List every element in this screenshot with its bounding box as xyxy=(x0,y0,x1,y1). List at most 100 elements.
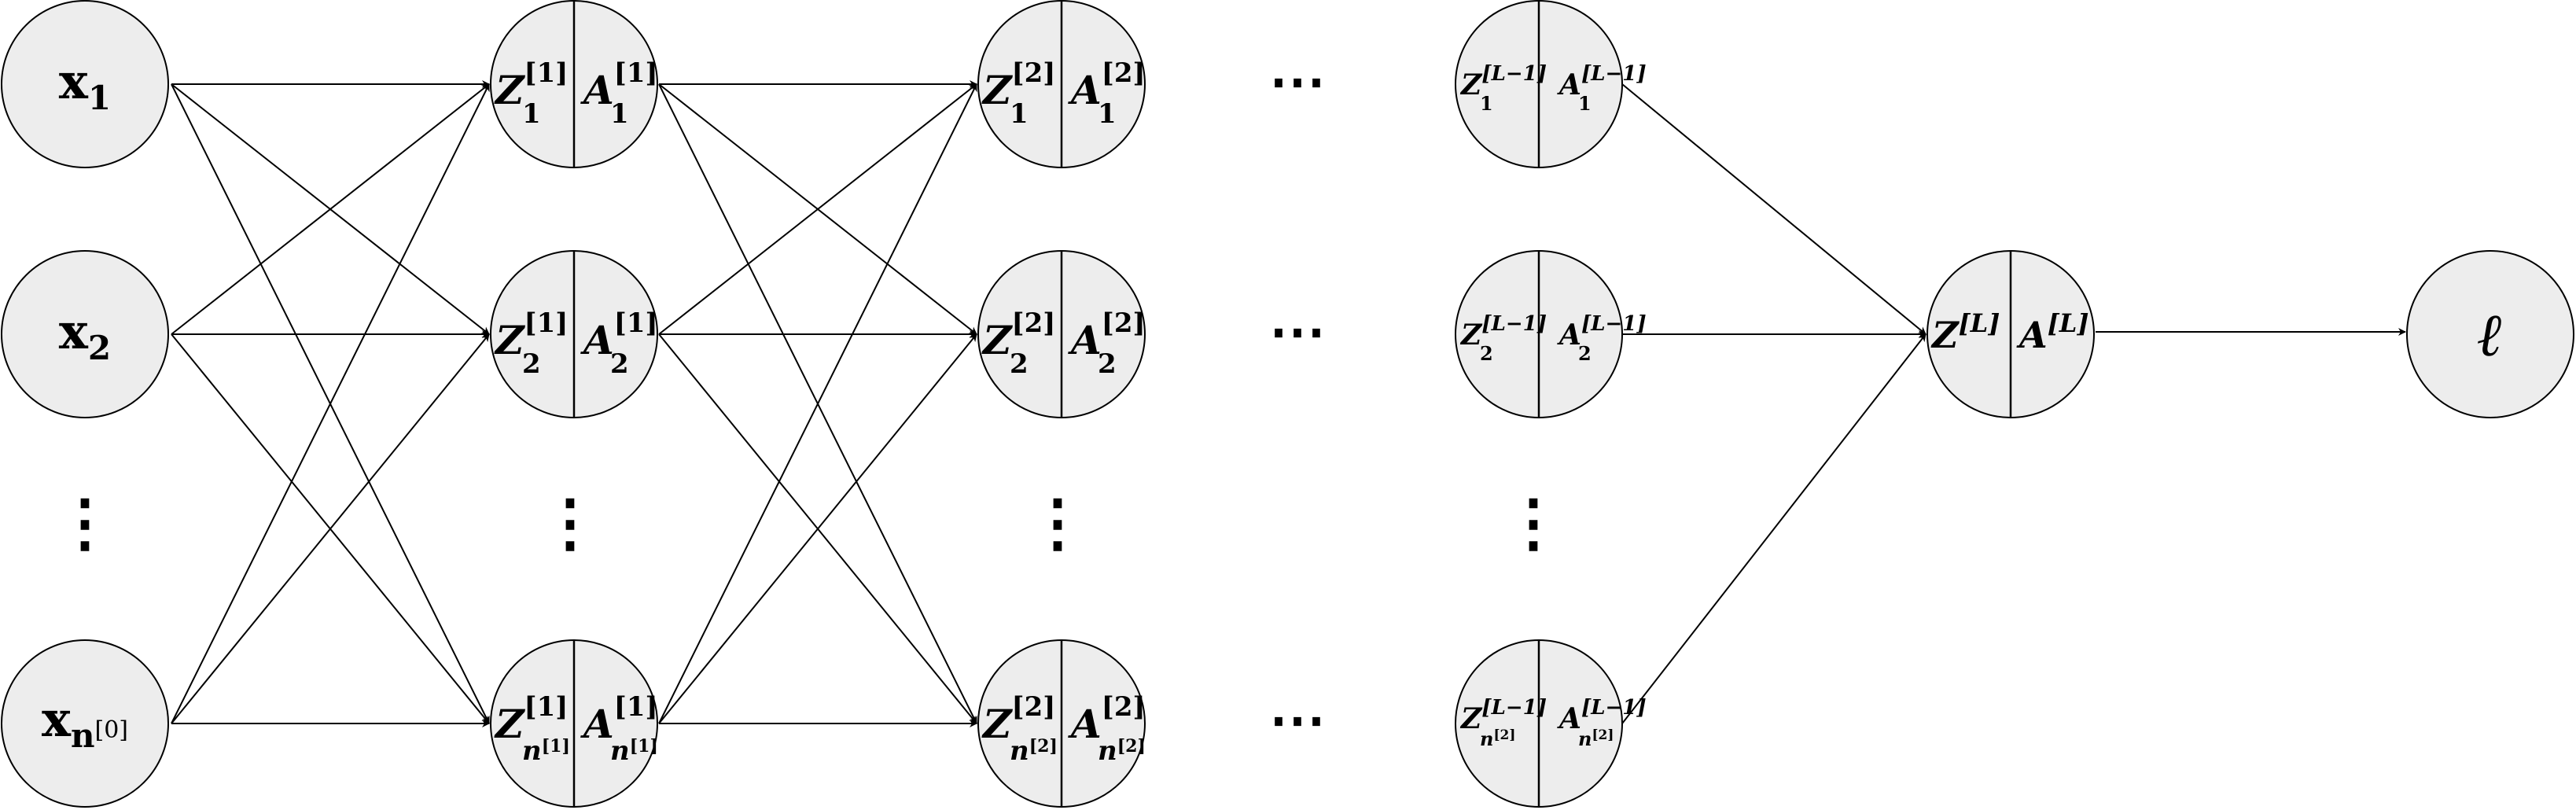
svg-text:Z[2]: Z[2] xyxy=(981,57,1055,113)
edge-l1-2-to-l2-1 xyxy=(658,333,977,724)
svg-text:x2: x2 xyxy=(59,303,111,367)
svg-text:x1: x1 xyxy=(59,53,111,117)
input-node-n-sub-sup: [0] xyxy=(95,716,129,744)
layer1-node-n-z-sub: n xyxy=(522,735,542,767)
edge-l0-2-to-l1-1 xyxy=(171,333,490,724)
layerL-1-node-n-a-sup: [L−1] xyxy=(1581,696,1647,720)
layerL-1-node-2-a-sup: [L−1] xyxy=(1581,312,1647,336)
layerL-1-node-1-z-sub: 1 xyxy=(1480,92,1493,115)
layer1-node-n-z-sup: [1] xyxy=(524,691,569,723)
layerL-1-vdots: ⋮ xyxy=(1502,485,1565,559)
input-node-1-sub: 1 xyxy=(88,79,111,117)
layerL-1-node-n-a: A xyxy=(1557,702,1581,735)
layerL-1-node-n-z-sup: [L−1] xyxy=(1481,696,1547,720)
layer1-node-1-z: Z xyxy=(494,67,526,113)
layerL-1-node-2-z: Z xyxy=(1459,318,1483,352)
layer2-node-1-a-sup: [2] xyxy=(1102,57,1146,89)
svg-text:A[1]: A[1] xyxy=(580,307,658,363)
layer1-node-1-a: A xyxy=(580,67,614,113)
layer2-node-n-z: Z xyxy=(981,701,1014,747)
layerL-1-node-n-z-sub: n xyxy=(1480,727,1493,750)
ellipsis-row-1: ⋯ xyxy=(1269,47,1326,114)
layerL-1-node-n-a-sub-sup: [2] xyxy=(1592,727,1614,743)
layer2-node-2-a-sup: [2] xyxy=(1102,307,1146,339)
svg-text:Z[2]: Z[2] xyxy=(981,691,1055,747)
edge-l1-2-to-l2-0 xyxy=(658,83,977,724)
edge-l0-2-to-l1-0 xyxy=(171,83,490,724)
svg-text:A[1]: A[1] xyxy=(580,691,658,747)
layer1-node-1-a-sup: [1] xyxy=(614,57,658,89)
svg-text:Z[L]: Z[L] xyxy=(1930,308,2000,356)
layerL-1-node-2-a-sub: 2 xyxy=(1578,342,1592,365)
layer2-node-2-a: A xyxy=(1068,317,1102,363)
layer2-node-2-a-sub: 2 xyxy=(1098,348,1117,380)
svg-text:Z[L−1]: Z[L−1] xyxy=(1459,312,1547,352)
layer2-node-2-z-sub: 2 xyxy=(1010,348,1029,380)
layer1-node-1-z-sub: 1 xyxy=(522,98,541,130)
layer2-node-n: Z[2] n[2] A[2] n[2] xyxy=(977,639,1146,808)
layer2-node-n-z-sub-sup: [2] xyxy=(1029,736,1058,757)
layer2-node-n-a: A xyxy=(1068,701,1102,747)
layerL-1-node-1-a-sub: 1 xyxy=(1578,92,1592,115)
layer1-node-n-a-sub: n xyxy=(610,735,630,767)
output-node-z-sup: [L] xyxy=(1959,308,2000,338)
layer1-node-2-z: Z xyxy=(494,317,526,363)
input-node-2-sub: 2 xyxy=(88,329,111,367)
layerL-1-node-2-z-sup: [L−1] xyxy=(1481,312,1547,336)
edge-lL1-2-to-output xyxy=(1621,333,1926,724)
input-layer-vdots: ⋮ xyxy=(53,485,116,559)
svg-text:A[L−1]: A[L−1] xyxy=(1557,62,1647,101)
layer1-node-1: Z[1] 1 A[1] 1 xyxy=(490,0,658,168)
edge-lL1-0-to-output xyxy=(1621,83,1926,335)
layer1-node-1-a-sub: 1 xyxy=(610,98,629,130)
svg-text:A[2]: A[2] xyxy=(1068,307,1146,363)
layer2-node-2-z: Z xyxy=(981,317,1014,363)
layer1-node-2-a-sup: [1] xyxy=(614,307,658,339)
svg-text:Z[L−1]: Z[L−1] xyxy=(1459,62,1547,101)
svg-text:A[2]: A[2] xyxy=(1068,57,1146,113)
svg-text:A[L−1]: A[L−1] xyxy=(1557,696,1647,735)
layer1-node-n-a-sup: [1] xyxy=(614,691,658,723)
svg-text:A[L]: A[L] xyxy=(2016,308,2088,356)
input-node-1-base: x xyxy=(59,53,89,110)
svg-text:n[2]: n[2] xyxy=(1098,735,1146,767)
layer2-node-n-a-sub-sup: [2] xyxy=(1117,736,1146,757)
layer2-node-1-a: A xyxy=(1068,67,1102,113)
input-node-n-sub: n xyxy=(71,716,95,755)
layer1-node-n-z-sub-sup: [1] xyxy=(542,736,570,757)
layer2-node-1-z-sup: [2] xyxy=(1012,57,1056,89)
layer1-vdots: ⋮ xyxy=(539,485,602,559)
layer1-node-2-z-sup: [1] xyxy=(524,307,569,339)
svg-text:A[L−1]: A[L−1] xyxy=(1557,312,1647,352)
output-node: Z[L] A[L] xyxy=(1926,250,2095,418)
input-node-n-base: x xyxy=(42,690,72,748)
loss-symbol: ℓ xyxy=(2478,300,2503,370)
input-node-2: x2 xyxy=(1,250,169,418)
layer1-node-n: Z[1] n[1] A[1] n[1] xyxy=(490,639,658,808)
layer1-node-2-z-sub: 2 xyxy=(522,348,541,380)
svg-text:A[2]: A[2] xyxy=(1068,691,1146,747)
layerL-1-node-2: Z[L−1] 2 A[L−1] 2 xyxy=(1455,250,1647,418)
edge-l1-1-to-l2-0 xyxy=(658,83,977,335)
layerL-1-node-1: Z[L−1] 1 A[L−1] 1 xyxy=(1455,0,1647,168)
layer2-node-n-a-sub: n xyxy=(1098,735,1117,767)
ellipsis-row-n: ⋯ xyxy=(1269,686,1326,753)
svg-text:xn[0]: xn[0] xyxy=(42,690,128,755)
svg-text:n[1]: n[1] xyxy=(610,735,658,767)
svg-text:Z[L−1]: Z[L−1] xyxy=(1459,696,1547,735)
layer1-node-2: Z[1] 2 A[1] 2 xyxy=(490,250,658,418)
layer1-node-1-z-sup: [1] xyxy=(524,57,569,89)
svg-text:n[2]: n[2] xyxy=(1480,727,1515,750)
layer2-node-1: Z[2] 1 A[2] 1 xyxy=(977,0,1146,168)
layerL-1-node-2-a: A xyxy=(1557,318,1581,352)
layerL-1-node-1-a-sup: [L−1] xyxy=(1581,62,1647,86)
layerL-1-node-1-z: Z xyxy=(1459,68,1483,101)
layer1-node-2-a: A xyxy=(580,317,614,363)
svg-text:n[1]: n[1] xyxy=(522,735,570,767)
layer1-node-2-a-sub: 2 xyxy=(610,348,629,380)
layerL-1-node-n-z: Z xyxy=(1459,702,1483,735)
output-node-a-sup: [L] xyxy=(2048,308,2089,338)
svg-text:n[2]: n[2] xyxy=(1578,727,1614,750)
layer2-vdots: ⋮ xyxy=(1026,485,1089,559)
